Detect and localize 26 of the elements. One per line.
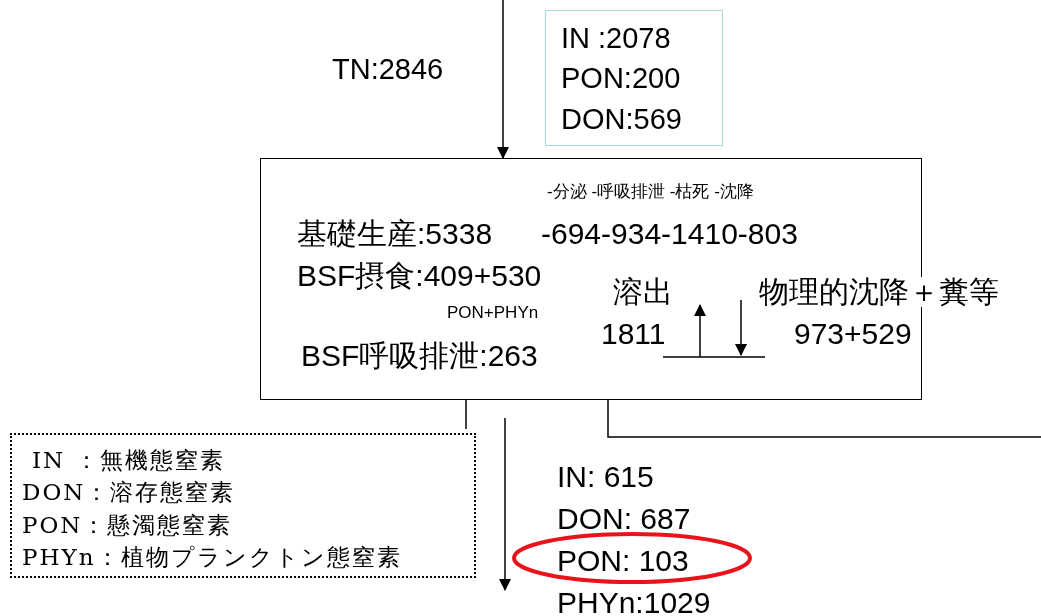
glossary-box — [10, 433, 476, 578]
arrow — [497, 0, 509, 159]
glossary-entry: PON：懸濁態窒素 — [22, 514, 233, 537]
arrow — [499, 417, 511, 591]
flux-text: 溶出 — [613, 277, 673, 307]
output-value: PHYn:1029 — [557, 588, 711, 616]
flux-text: 基礎生産:5338 — [297, 219, 493, 249]
flux-text: 1811 — [601, 319, 666, 349]
output-value: DON: 687 — [557, 504, 691, 534]
output-value: PON: 103 — [557, 546, 689, 576]
input-value: IN :2078 — [561, 24, 671, 53]
flux-text: -分泌 -呼吸排泄 -枯死 -沈降 — [547, 183, 754, 200]
input-box — [545, 10, 723, 146]
glossary-entry: IN ：無機態窒素 — [32, 449, 225, 472]
flux-text: 物理的沈降＋糞等 — [759, 277, 999, 307]
input-value: DON:569 — [561, 105, 682, 134]
edge-label: TN:2846 — [332, 55, 444, 84]
flux-text: BSF呼吸排泄:263 — [301, 341, 538, 371]
flux-text: BSF摂食:409+530 — [297, 261, 542, 291]
flux-text: PON+PHYn — [447, 304, 539, 321]
glossary-entry: PHYn：植物プランクトン態窒素 — [22, 546, 402, 569]
flux-text: 973+529 — [794, 319, 912, 349]
input-value: PON:200 — [561, 64, 681, 93]
output-value: IN: 615 — [557, 462, 654, 492]
glossary-entry: DON：溶存態窒素 — [22, 481, 236, 504]
flux-text: -694-934-1410-803 — [541, 219, 798, 249]
